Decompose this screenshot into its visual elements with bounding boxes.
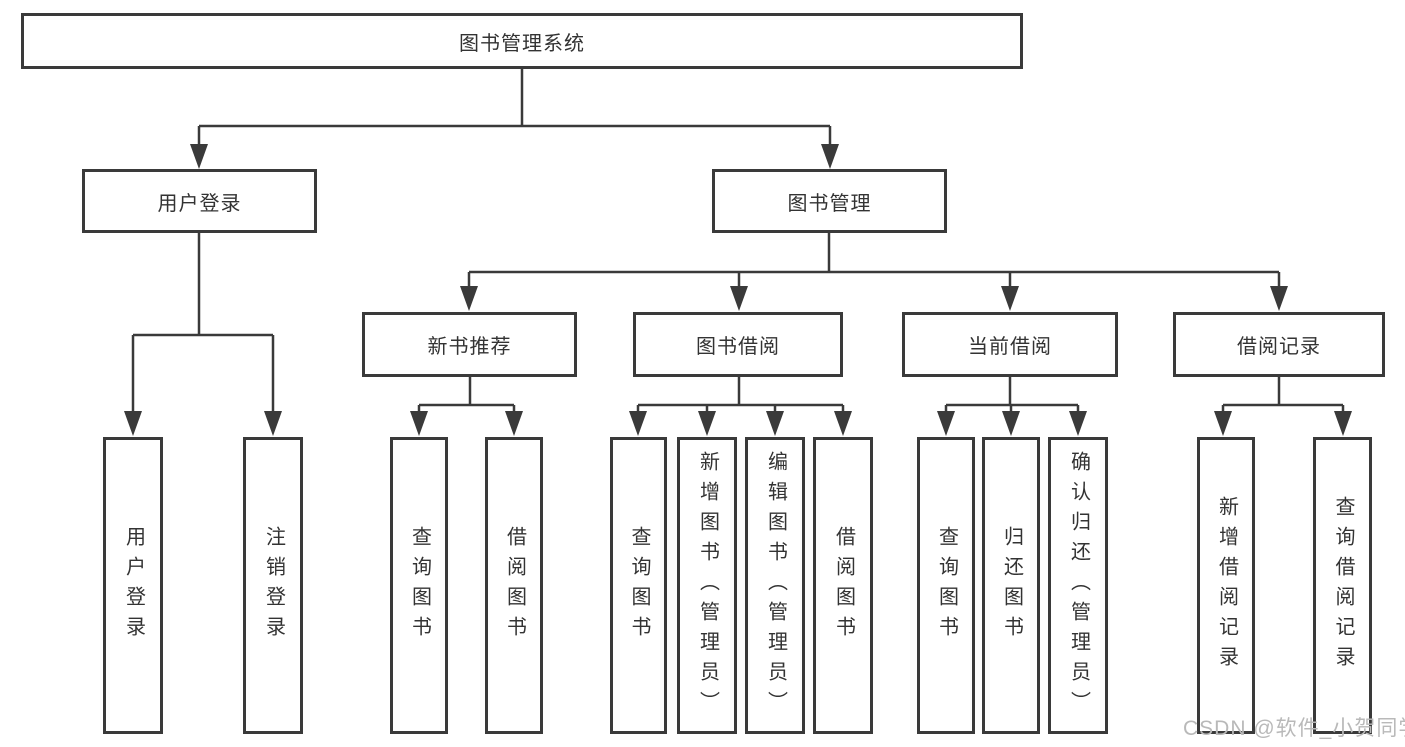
node-book-borrowing: 图书借阅 xyxy=(633,312,843,377)
node-query-books-borrow: 查询图书 xyxy=(610,437,667,734)
node-label: 查询借阅记录 xyxy=(1332,495,1354,676)
node-label: 图书借阅 xyxy=(696,336,780,358)
node-label: 新书推荐 xyxy=(427,336,512,358)
node-confirm-return-admin: 确认归还（管理员） xyxy=(1048,437,1108,734)
node-label: 归还图书 xyxy=(1000,525,1023,646)
node-borrow-books-rec: 借阅图书 xyxy=(485,437,543,734)
node-edit-books-admin: 编辑图书（管理员） xyxy=(745,437,805,734)
connector-paths xyxy=(131,69,1345,414)
node-user-login-leaf: 用户登录 xyxy=(103,437,163,734)
node-label: 编辑图书（管理员） xyxy=(764,450,787,721)
node-logout-leaf: 注销登录 xyxy=(243,437,303,734)
node-label: 查询图书 xyxy=(935,525,958,646)
node-label: 用户登录 xyxy=(122,525,145,646)
node-label: 注销登录 xyxy=(262,525,285,646)
node-label: 图书管理 xyxy=(787,192,872,215)
node-book-management-branch: 图书管理 xyxy=(712,169,947,233)
node-user-login-branch: 用户登录 xyxy=(82,169,317,233)
node-label: 图书管理系统 xyxy=(459,32,585,55)
node-query-books-current: 查询图书 xyxy=(917,437,975,734)
node-add-borrow-record: 新增借阅记录 xyxy=(1197,437,1255,734)
node-query-borrow-record: 查询借阅记录 xyxy=(1313,437,1372,734)
node-borrow-books-borrow: 借阅图书 xyxy=(813,437,873,734)
node-label: 用户登录 xyxy=(157,192,242,215)
node-label: 确认归还（管理员） xyxy=(1067,450,1090,721)
node-new-book-recommendation: 新书推荐 xyxy=(362,312,577,377)
node-label: 新增图书（管理员） xyxy=(696,450,719,721)
node-add-books-admin: 新增图书（管理员） xyxy=(677,437,737,734)
node-label: 查询图书 xyxy=(408,525,431,646)
node-borrowing-records: 借阅记录 xyxy=(1173,312,1385,377)
node-return-books: 归还图书 xyxy=(982,437,1040,734)
node-label: 借阅图书 xyxy=(503,525,526,646)
node-label: 新增借阅记录 xyxy=(1215,495,1238,676)
node-label: 当前借阅 xyxy=(968,336,1052,358)
node-label: 借阅图书 xyxy=(832,525,855,646)
node-current-borrowing: 当前借阅 xyxy=(902,312,1118,377)
node-query-books-rec: 查询图书 xyxy=(390,437,448,734)
node-library-management-system: 图书管理系统 xyxy=(21,13,1023,69)
node-label: 查询图书 xyxy=(628,525,650,646)
node-label: 借阅记录 xyxy=(1237,336,1321,358)
csdn-watermark: CSDN @软件_小贺同学 xyxy=(1183,717,1405,740)
arrowhead-icons xyxy=(124,144,1352,436)
